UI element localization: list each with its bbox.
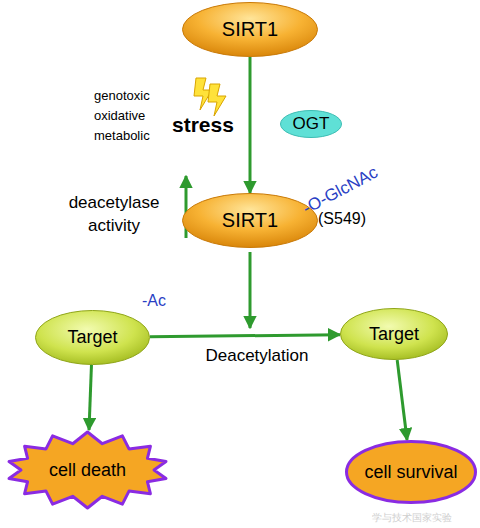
enzyme-shape: OGT	[280, 110, 342, 138]
outcome-ellipse: cell survival	[345, 440, 477, 504]
flow-arrow	[249, 57, 252, 193]
flow-arrow	[89, 365, 91, 430]
node-label: Target	[67, 327, 117, 348]
flow-arrow	[150, 335, 340, 337]
watermark: 学与技术国家实验	[372, 512, 452, 524]
node-text-box: SIRT1	[182, 2, 318, 57]
node-label: OGT	[293, 114, 330, 134]
stress-word: stress	[172, 113, 234, 137]
node-label: cell survival	[364, 462, 457, 483]
outcome-star: cell death	[5, 430, 170, 510]
node-text-box: cell death	[5, 430, 170, 510]
target-shape: Target	[340, 308, 448, 360]
target-shape: Target	[35, 310, 150, 365]
node-text-box: Target	[35, 310, 150, 365]
stress-type: metabolic	[94, 129, 150, 144]
node-label: cell death	[49, 460, 126, 481]
edge-label: Deacetylation	[205, 346, 308, 366]
node-text-box: cell survival	[345, 440, 477, 504]
node-text-box: Target	[340, 308, 448, 360]
node-label: SIRT1	[222, 18, 278, 41]
flow-arrow	[397, 360, 407, 440]
site-label: (S549)	[318, 210, 366, 228]
modification-tag: -Ac	[142, 292, 166, 310]
lightning-bolt	[208, 84, 226, 116]
protein-shape: SIRT1	[182, 2, 318, 57]
protein-shape: SIRT1	[182, 193, 318, 248]
node-label: SIRT1	[222, 209, 278, 232]
merge-arrow	[249, 252, 252, 328]
node-label: Target	[369, 324, 419, 345]
node-text-box: SIRT1	[182, 193, 318, 248]
stress-type: oxidative	[94, 109, 145, 124]
node-text-box: OGT	[280, 110, 342, 138]
activity-note: deacetylase activity	[50, 192, 178, 238]
stress-type: genotoxic	[94, 89, 150, 104]
